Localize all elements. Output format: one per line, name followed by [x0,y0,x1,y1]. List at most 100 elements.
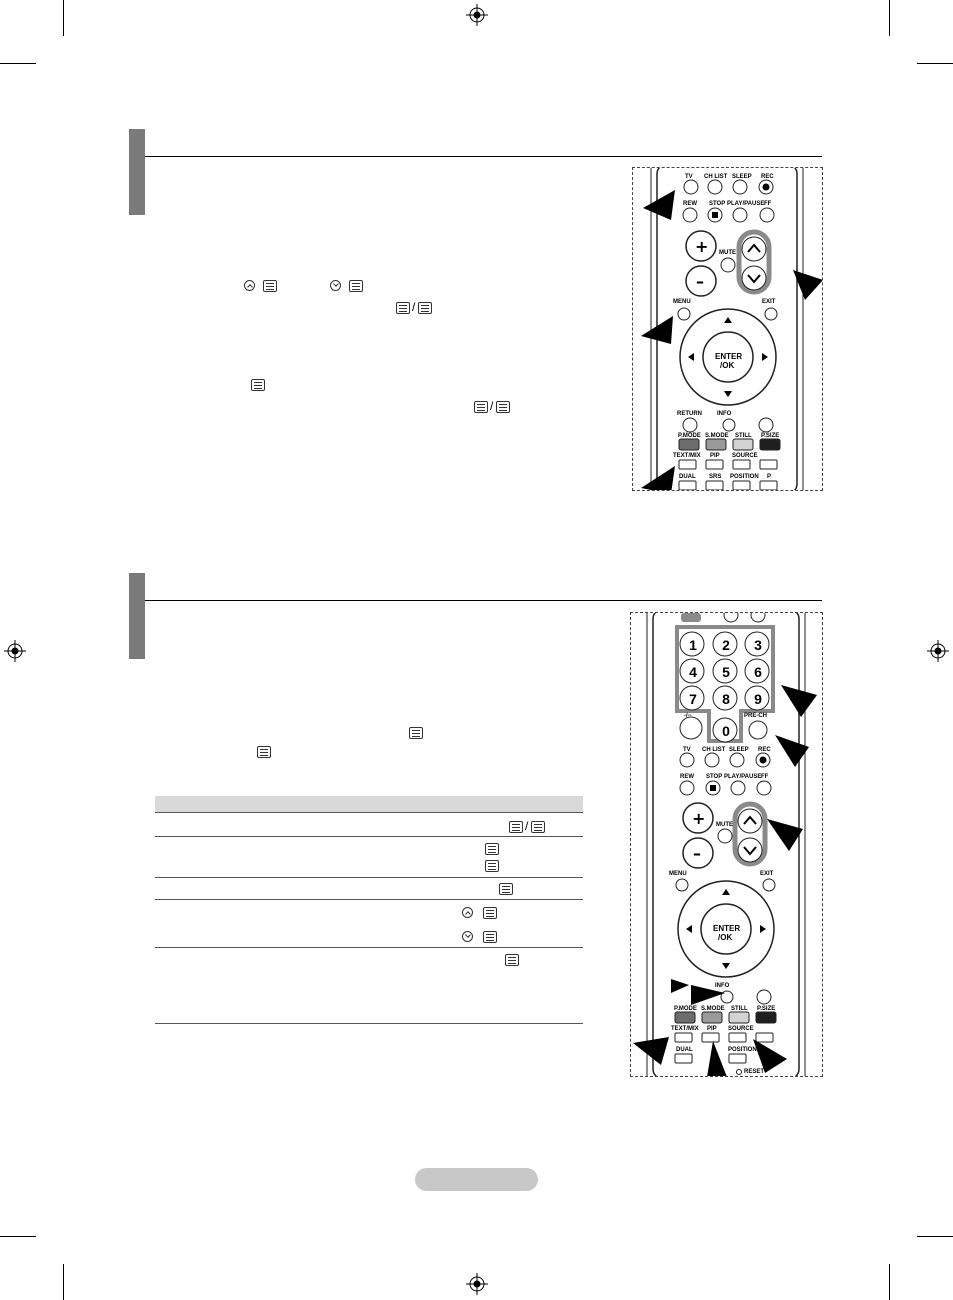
remote-2-drawing: + – [633,613,817,1076]
source-label: SOURCE [728,1026,754,1032]
ok-label: /OK [718,933,733,942]
table-divider [155,812,583,813]
teletext-mix-icon: / [490,399,494,413]
srs-label: SRS [709,474,722,480]
rew-label: REW [680,774,694,780]
channel-down-icon [462,931,473,942]
registration-mark-icon [4,640,26,662]
ff-label: FF [764,201,772,207]
key-5-label: 5 [722,664,730,680]
exit-label: EXIT [760,871,774,877]
teletext-mix-icon [496,401,510,413]
key-3-label: 3 [754,637,762,653]
svg-text:–: – [693,844,701,863]
mute-label: MUTE [719,250,736,256]
teletext-on-icon [509,821,523,833]
channel-down-icon [330,280,341,291]
svg-text:–: – [696,272,704,291]
reset-label: RESET [744,1069,765,1075]
svg-text:+: + [692,809,705,828]
crop-mark [0,63,36,64]
teletext-on-icon [474,401,488,413]
stop-label: STOP [709,201,726,207]
stop-label: STOP [706,774,723,780]
key-2-label: 2 [722,637,730,653]
section-1-rule [145,156,822,157]
enter-label: ENTER [715,352,743,361]
teletext-next-icon [263,280,277,292]
table-header-row [155,796,583,812]
teletext-mix-icon [531,821,545,833]
teletext-mix-icon: / [525,819,529,833]
table-divider [155,836,583,837]
table-divider [155,877,583,878]
key-7-label: 7 [689,691,697,707]
p-size-label: P.SIZE [761,433,780,439]
key-6-label: 6 [754,664,762,680]
teletext-hold-icon [257,746,271,758]
s-mode-label: S.MODE [701,1006,725,1012]
crop-mark [63,1264,64,1300]
key-9-label: 9 [754,691,762,707]
play-pause-label: PLAY/PAUSE [724,774,762,780]
info-label: INFO [715,983,730,989]
position-label: POSITION [730,474,759,480]
section-1-bar [129,129,145,215]
pip-label: PIP [710,453,720,459]
p-label: P [767,474,772,480]
dual-label: DUAL [676,1047,693,1053]
crop-mark [63,0,64,36]
menu-label: MENU [669,871,687,877]
remote-control-illustration-1: + – [632,167,823,491]
still-label: STILL [735,433,752,439]
ch-list-label: CH LIST [704,174,728,180]
remote-1-drawing: + – [641,168,822,490]
registration-mark-icon [466,1273,488,1295]
rec-label: REC [761,174,774,180]
page-number-badge [415,1168,538,1191]
registration-mark-icon [927,640,949,662]
key-1-label: 1 [689,637,697,653]
table-divider [155,1023,583,1024]
section-2-bar [129,573,145,659]
dual-label: DUAL [679,474,696,480]
teletext-mix-icon: / [412,300,416,314]
source-label: SOURCE [732,453,758,459]
text-mix-label: TEXT/MIX [671,1026,699,1032]
still-label: STILL [731,1006,748,1012]
teletext-prev-icon [349,280,363,292]
menu-label: MENU [673,299,691,305]
return-label: RETURN [677,411,702,417]
key-8-label: 8 [722,691,730,707]
teletext-hold-icon [505,954,519,966]
dash-label: -/-- [684,713,692,719]
remote-control-illustration-2: + – [630,612,823,1077]
info-label: INFO [717,411,732,417]
table-divider [155,947,583,948]
exit-label: EXIT [762,299,776,305]
ch-list-label: CH LIST [702,747,726,753]
p-mode-label: P.MODE [678,433,701,439]
teletext-store-icon [499,883,513,895]
crop-mark [889,0,890,36]
p-size-label: P.SIZE [757,1006,776,1012]
teletext-on-icon [396,302,410,314]
mute-label: MUTE [716,822,733,828]
channel-up-icon [462,907,473,918]
key-4-label: 4 [689,664,697,680]
ok-label: /OK [720,361,735,370]
svg-text:+: + [695,237,708,256]
crop-mark [917,1236,953,1237]
channel-up-icon [244,280,255,291]
text-mix-label: TEXT/MIX [673,453,701,459]
sleep-label: SLEEP [732,174,752,180]
rew-label: REW [683,201,697,207]
p-mode-label: P.MODE [674,1006,697,1012]
table-divider [155,899,583,900]
crop-mark [0,1236,36,1237]
pip-label: PIP [707,1026,717,1032]
teletext-prev-icon [483,931,497,943]
pre-ch-label: PRE-CH [744,713,768,719]
enter-label: ENTER [713,924,741,933]
crop-mark [889,1264,890,1300]
